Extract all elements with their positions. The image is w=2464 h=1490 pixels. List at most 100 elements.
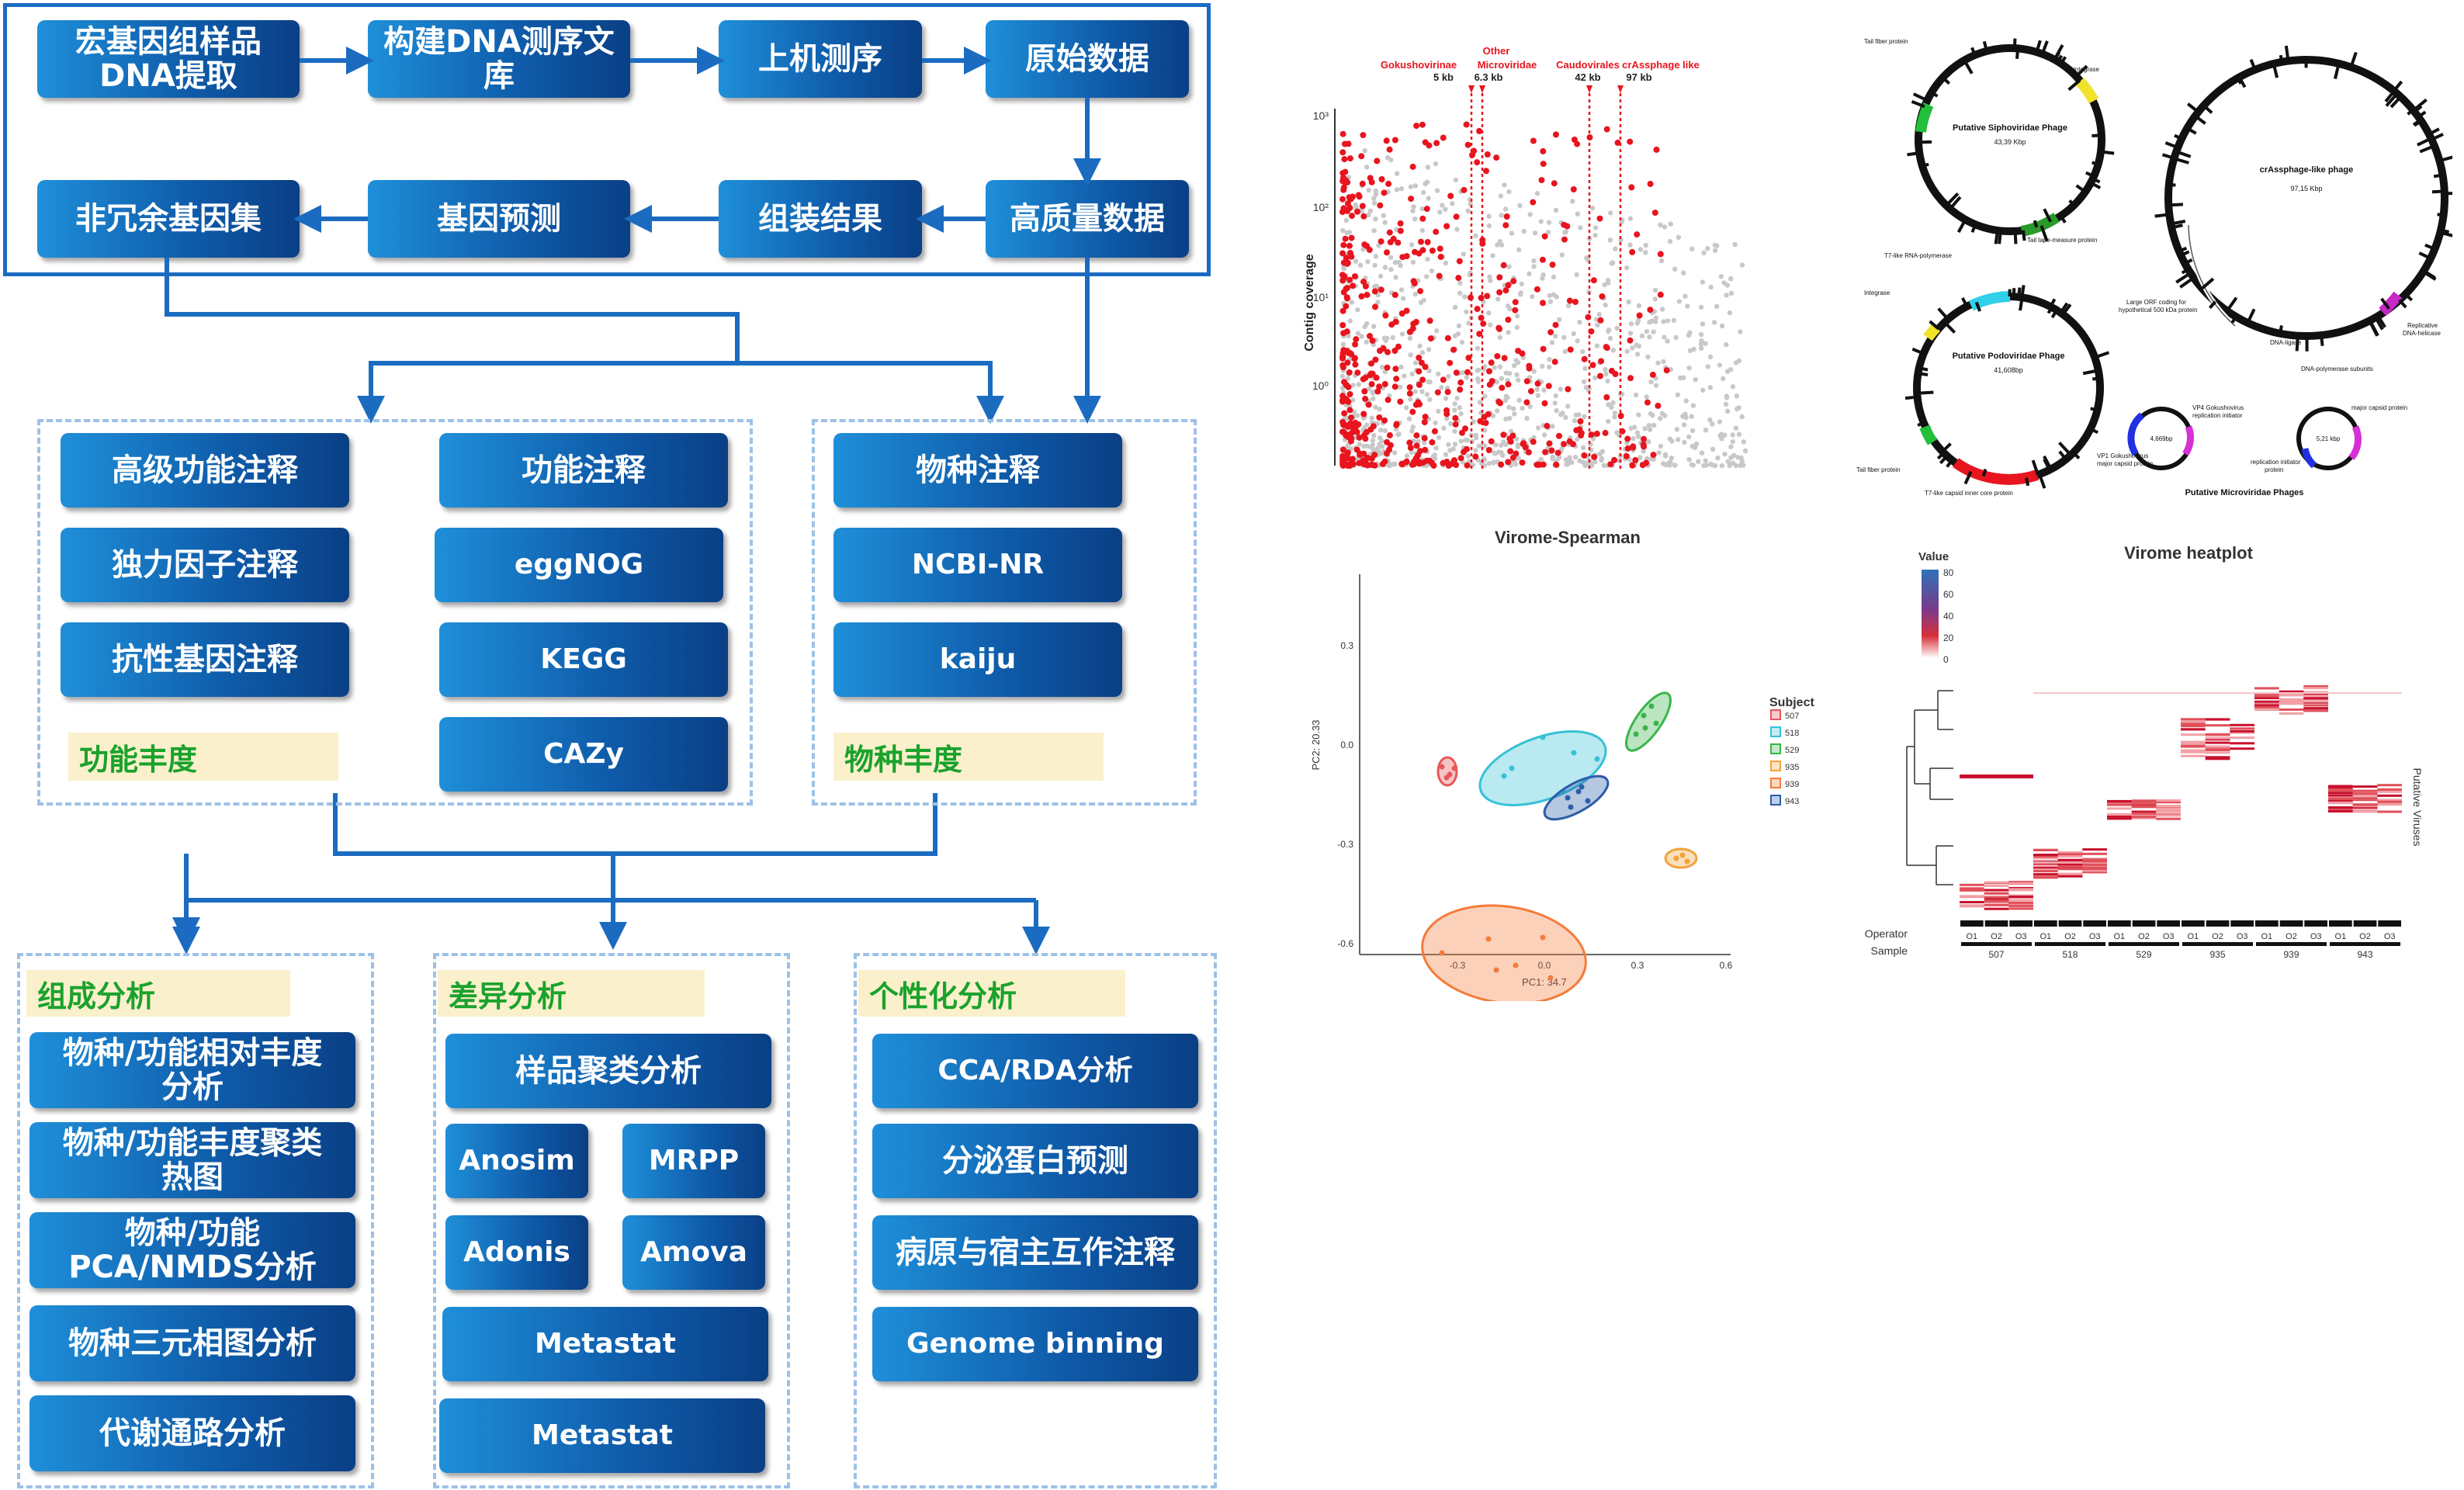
gene-arrow — [1998, 230, 2002, 244]
sample-bar — [2035, 942, 2105, 946]
scatter-point-red — [1522, 444, 1529, 451]
operator-tick: O1 — [1966, 932, 1977, 941]
micro-title: Putative Microviridae Phages — [2185, 488, 2304, 497]
scatter-point-red — [1348, 234, 1355, 241]
species-annotation-node: 物种注释 — [833, 433, 1122, 508]
heat-cell — [2230, 747, 2254, 750]
scatter-point-red — [1408, 196, 1415, 203]
scatter-point-bg — [1394, 171, 1400, 176]
gene-arrow — [2279, 54, 2284, 63]
scatter-point-bg — [1452, 304, 1458, 310]
gene-arrow — [2013, 230, 2018, 244]
scatter-point-bg — [1359, 334, 1364, 339]
scatter-point-bg — [1516, 397, 1522, 403]
heat-cell — [2033, 870, 2058, 873]
scatter-point-red — [1374, 158, 1381, 165]
gene-arrow — [2413, 105, 2423, 113]
heat-cell — [2181, 754, 2206, 757]
pca-ellipse — [1625, 691, 1672, 752]
scatter-point-red — [1436, 245, 1443, 252]
operator-bar — [1960, 920, 1984, 927]
heat-cell — [2131, 812, 2157, 815]
scatter-point-bg — [1514, 372, 1520, 378]
scatter-point-red — [1561, 441, 1567, 448]
scatter-point-bg — [1614, 325, 1620, 331]
heat-cell — [2254, 700, 2279, 703]
scatter-point-bg — [1608, 210, 1613, 216]
scatter-point-bg — [1454, 395, 1460, 401]
gene-arrow — [2334, 63, 2341, 79]
scatter-point-bg — [1718, 274, 1724, 279]
scatter-point-bg — [1639, 333, 1645, 338]
gene-arrow — [1941, 76, 1951, 85]
scatter-point-red — [1427, 335, 1434, 342]
scatter-point-bg — [1662, 224, 1668, 230]
scatter-point-red — [1339, 350, 1346, 357]
gene-arrow — [1904, 395, 1918, 400]
scatter-point-red — [1509, 454, 1516, 461]
scatter-point-bg — [1647, 427, 1653, 432]
heat-cell — [2057, 875, 2083, 878]
heat-cell — [1960, 774, 2033, 778]
pca-xtick-0: -0.3 — [1450, 960, 1466, 971]
scatter-point-red — [1346, 391, 1353, 397]
flow-connectors — [165, 47, 1101, 955]
scatter-point-bg — [1486, 460, 1492, 466]
scatter-point-bg — [1592, 233, 1598, 238]
scatter-point-red — [1589, 362, 1596, 369]
scatter-point-bg — [1373, 217, 1378, 222]
scatter-point-bg — [1460, 369, 1465, 376]
scatter-point-red — [1360, 411, 1367, 418]
gene-arrow — [1945, 192, 1960, 207]
gene-arrow — [1994, 230, 1999, 244]
pca-xtick-3: 0.6 — [1720, 960, 1733, 971]
scatter-point-red — [1484, 293, 1491, 300]
sample-tick-939: 939 — [2283, 949, 2299, 960]
heat-cell — [2303, 700, 2328, 703]
gene-arrow — [2181, 268, 2189, 275]
scatter-point-red — [1464, 141, 1471, 148]
scatter-point-red — [1374, 388, 1381, 395]
scatter-point-bg — [1675, 437, 1681, 442]
scatter-point-bg — [1452, 442, 1458, 447]
scatter-point-red — [1377, 202, 1384, 209]
heat-cell — [2156, 799, 2181, 802]
scatter-point-red — [1541, 233, 1548, 240]
gene-label-7b: hypothetical 500 kDa protein — [2119, 307, 2197, 314]
scatter-point-red — [1515, 348, 1522, 355]
heat-cell — [2279, 708, 2304, 711]
scatter-point-red — [1421, 419, 1428, 425]
podo-size: 41,608bp — [1994, 366, 2023, 374]
pca-ellipse — [1664, 847, 1698, 869]
scatter-point-bg — [1630, 345, 1635, 351]
scatter-point-bg — [1703, 428, 1709, 433]
scatter-point-red — [1422, 414, 1429, 421]
scatter-point-red — [1505, 459, 1512, 466]
scatter-point-bg — [1711, 320, 1717, 325]
operator-bar — [2157, 920, 2180, 927]
scatter-point-red — [1630, 444, 1637, 451]
scatter-point-red — [1614, 139, 1621, 146]
scatter-point-red — [1364, 292, 1371, 298]
scatter-point-bg — [1491, 459, 1496, 465]
scatter-point-red — [1567, 346, 1574, 353]
scatter-point-red — [1371, 452, 1378, 459]
gene-arrow — [1929, 320, 1940, 331]
scatter-point-bg — [1545, 230, 1551, 235]
scatter-point-red — [1378, 286, 1384, 293]
scatter-point-bg — [1559, 446, 1565, 452]
scatter-ytick-3: 10³ — [1313, 109, 1329, 122]
operator-tick: O2 — [2212, 932, 2223, 941]
gene-arrow — [2059, 215, 2067, 224]
scatter-point-red — [1554, 449, 1561, 456]
scatter-point-bg — [1482, 428, 1488, 433]
scatter-point-red — [1368, 360, 1375, 367]
pca-group-935 — [1664, 847, 1698, 869]
legend-swatch-943 — [1770, 795, 1781, 806]
scatter-point-bg — [1571, 331, 1576, 337]
scatter-point-bg — [1437, 210, 1443, 215]
heat-cell — [2279, 702, 2304, 705]
scatter-point-bg — [1371, 284, 1378, 289]
scatter-point-bg — [1610, 260, 1616, 265]
gene-arrow — [2035, 40, 2042, 53]
